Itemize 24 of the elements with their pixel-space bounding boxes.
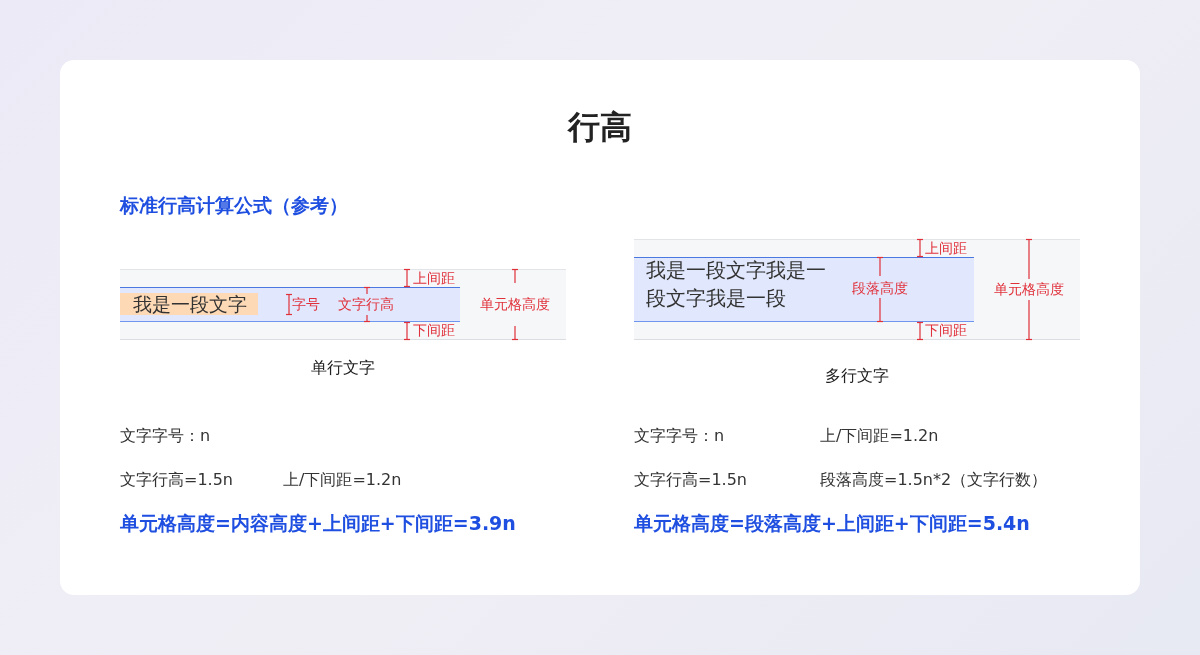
parameter-text: 文字字号：n	[634, 426, 725, 446]
highlighted-sample-text: 我是一段文字	[120, 292, 258, 316]
parameter-text: 上/下间距=1.2n	[283, 470, 402, 490]
figure-caption: 多行文字	[825, 366, 889, 386]
dimension-label: 下间距	[413, 321, 455, 339]
title: 行高	[568, 107, 632, 147]
formula-text: 单元格高度=段落高度+上间距+下间距=5.4n	[634, 511, 1030, 535]
dimension-label: 单元格高度	[480, 295, 550, 313]
parameter-text: 文字字号：n	[120, 426, 211, 446]
dimension-label: 上间距	[413, 269, 455, 287]
formula-text: 单元格高度=内容高度+上间距+下间距=3.9n	[120, 511, 516, 535]
sample-text: 我是一段文字我是一段文字我是一段	[646, 257, 827, 312]
dimension-label: 上间距	[925, 239, 967, 257]
dimension-label: 字号	[292, 295, 320, 313]
parameter-text: 段落高度=1.5n*2（文字行数）	[820, 470, 1048, 490]
dimension-label: 下间距	[925, 321, 967, 339]
subheading: 标准行高计算公式（参考）	[120, 193, 348, 217]
parameter-text: 上/下间距=1.2n	[820, 426, 939, 446]
dimension-label: 文字行高	[338, 295, 394, 313]
parameter-text: 文字行高=1.5n	[120, 470, 233, 490]
figure-caption: 单行文字	[311, 358, 375, 378]
parameter-text: 文字行高=1.5n	[634, 470, 747, 490]
dimension-label: 段落高度	[852, 279, 908, 297]
dimension-label: 单元格高度	[994, 280, 1064, 298]
